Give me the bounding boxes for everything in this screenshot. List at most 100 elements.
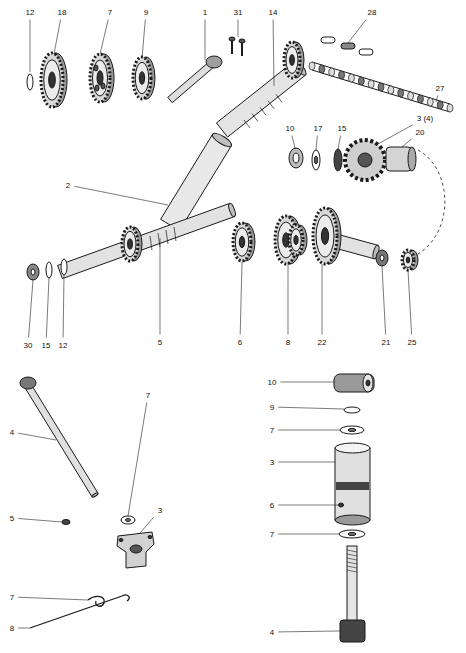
gear [316, 215, 334, 257]
callout-number: 7 [145, 391, 151, 400]
callout-number: 1 [202, 8, 208, 17]
callout-number: 12 [25, 8, 36, 17]
leader-line [278, 462, 335, 463]
chain-link [368, 80, 374, 88]
leader-line [287, 264, 288, 335]
gear-pin [95, 85, 99, 91]
bracket-bore [130, 545, 142, 553]
spline [252, 114, 258, 122]
gear-teeth [41, 53, 63, 107]
gear-teeth [133, 57, 151, 99]
chain-link [437, 101, 443, 109]
cylinder [335, 448, 370, 520]
callout-number: 20 [415, 128, 426, 137]
callout-number: 28 [367, 8, 378, 17]
callout-number: 5 [157, 338, 163, 347]
callout-number: 10 [267, 378, 278, 387]
spline [166, 230, 168, 244]
leader-line [46, 278, 49, 338]
bolt-shank [347, 546, 357, 622]
washer [27, 74, 33, 90]
washer [339, 530, 365, 538]
cylinder-groove [336, 482, 369, 490]
gear [404, 253, 413, 268]
washer [46, 262, 52, 278]
sprocket-teeth [345, 140, 385, 180]
gear-bore [239, 236, 244, 247]
chain-link [358, 77, 364, 85]
callout-number: 15 [41, 341, 52, 350]
assembly-path [410, 150, 445, 258]
gear-bore [49, 72, 56, 88]
leader-line [238, 20, 239, 38]
gear [93, 60, 108, 96]
bracket-hole [148, 536, 152, 539]
spline [244, 120, 250, 128]
leader-line [338, 136, 341, 150]
wire [30, 595, 129, 628]
chain-link [388, 86, 394, 94]
leader-line [382, 266, 386, 335]
rod-end [91, 492, 98, 498]
spline [150, 236, 152, 250]
callout-number: 9 [269, 403, 275, 412]
gear-bore [294, 236, 298, 245]
thread [347, 566, 357, 568]
leader-line [100, 20, 108, 55]
leader-line [63, 275, 65, 338]
leader-line [292, 136, 295, 149]
callout-number: 4 [269, 628, 275, 637]
gear-teeth [289, 225, 303, 255]
gear [291, 229, 302, 252]
shaft-end [211, 131, 234, 149]
callout-number: 2 [65, 181, 71, 190]
mainshaft [58, 203, 235, 278]
gear-pin [101, 83, 105, 89]
nut-bore [293, 153, 299, 163]
gear-teeth [122, 227, 138, 261]
leader-line [30, 20, 31, 73]
leader-line [278, 407, 344, 409]
nut [289, 148, 303, 168]
gear-pin [94, 65, 98, 71]
callout-number: 9 [143, 8, 149, 17]
callout-number: 14 [268, 8, 279, 17]
washer [334, 149, 342, 171]
washer [121, 516, 135, 524]
chain-link-plate [321, 37, 335, 43]
thread [347, 554, 357, 556]
spline [268, 101, 274, 109]
leader-line [436, 96, 438, 103]
washer-bore [315, 156, 318, 164]
chain-link [329, 68, 335, 76]
chain-edge [312, 70, 450, 112]
screw-head [229, 37, 235, 41]
leader-line [140, 517, 154, 533]
screw [241, 42, 243, 56]
leader-line [142, 20, 145, 59]
gear [235, 228, 249, 257]
sprocket-hub [358, 153, 372, 167]
chain-link [339, 71, 345, 79]
leader-line [348, 20, 366, 44]
chain-link [348, 74, 354, 82]
leader-line [316, 136, 317, 151]
spline [276, 94, 282, 102]
mainshaft-end [227, 203, 236, 218]
chain-link-plate [341, 43, 355, 49]
washer [340, 426, 364, 434]
leader-line [402, 139, 412, 147]
thread [347, 570, 357, 572]
gear-bore [321, 228, 328, 245]
chain-link [447, 104, 453, 112]
callout-number: 18 [57, 8, 68, 17]
screw [231, 40, 233, 54]
callout-number: 15 [337, 124, 348, 133]
chain-link [319, 65, 325, 73]
washer [61, 259, 67, 275]
callout-number: 7 [269, 530, 275, 539]
callout-number: 5 [9, 514, 15, 523]
chain-link [408, 92, 414, 100]
